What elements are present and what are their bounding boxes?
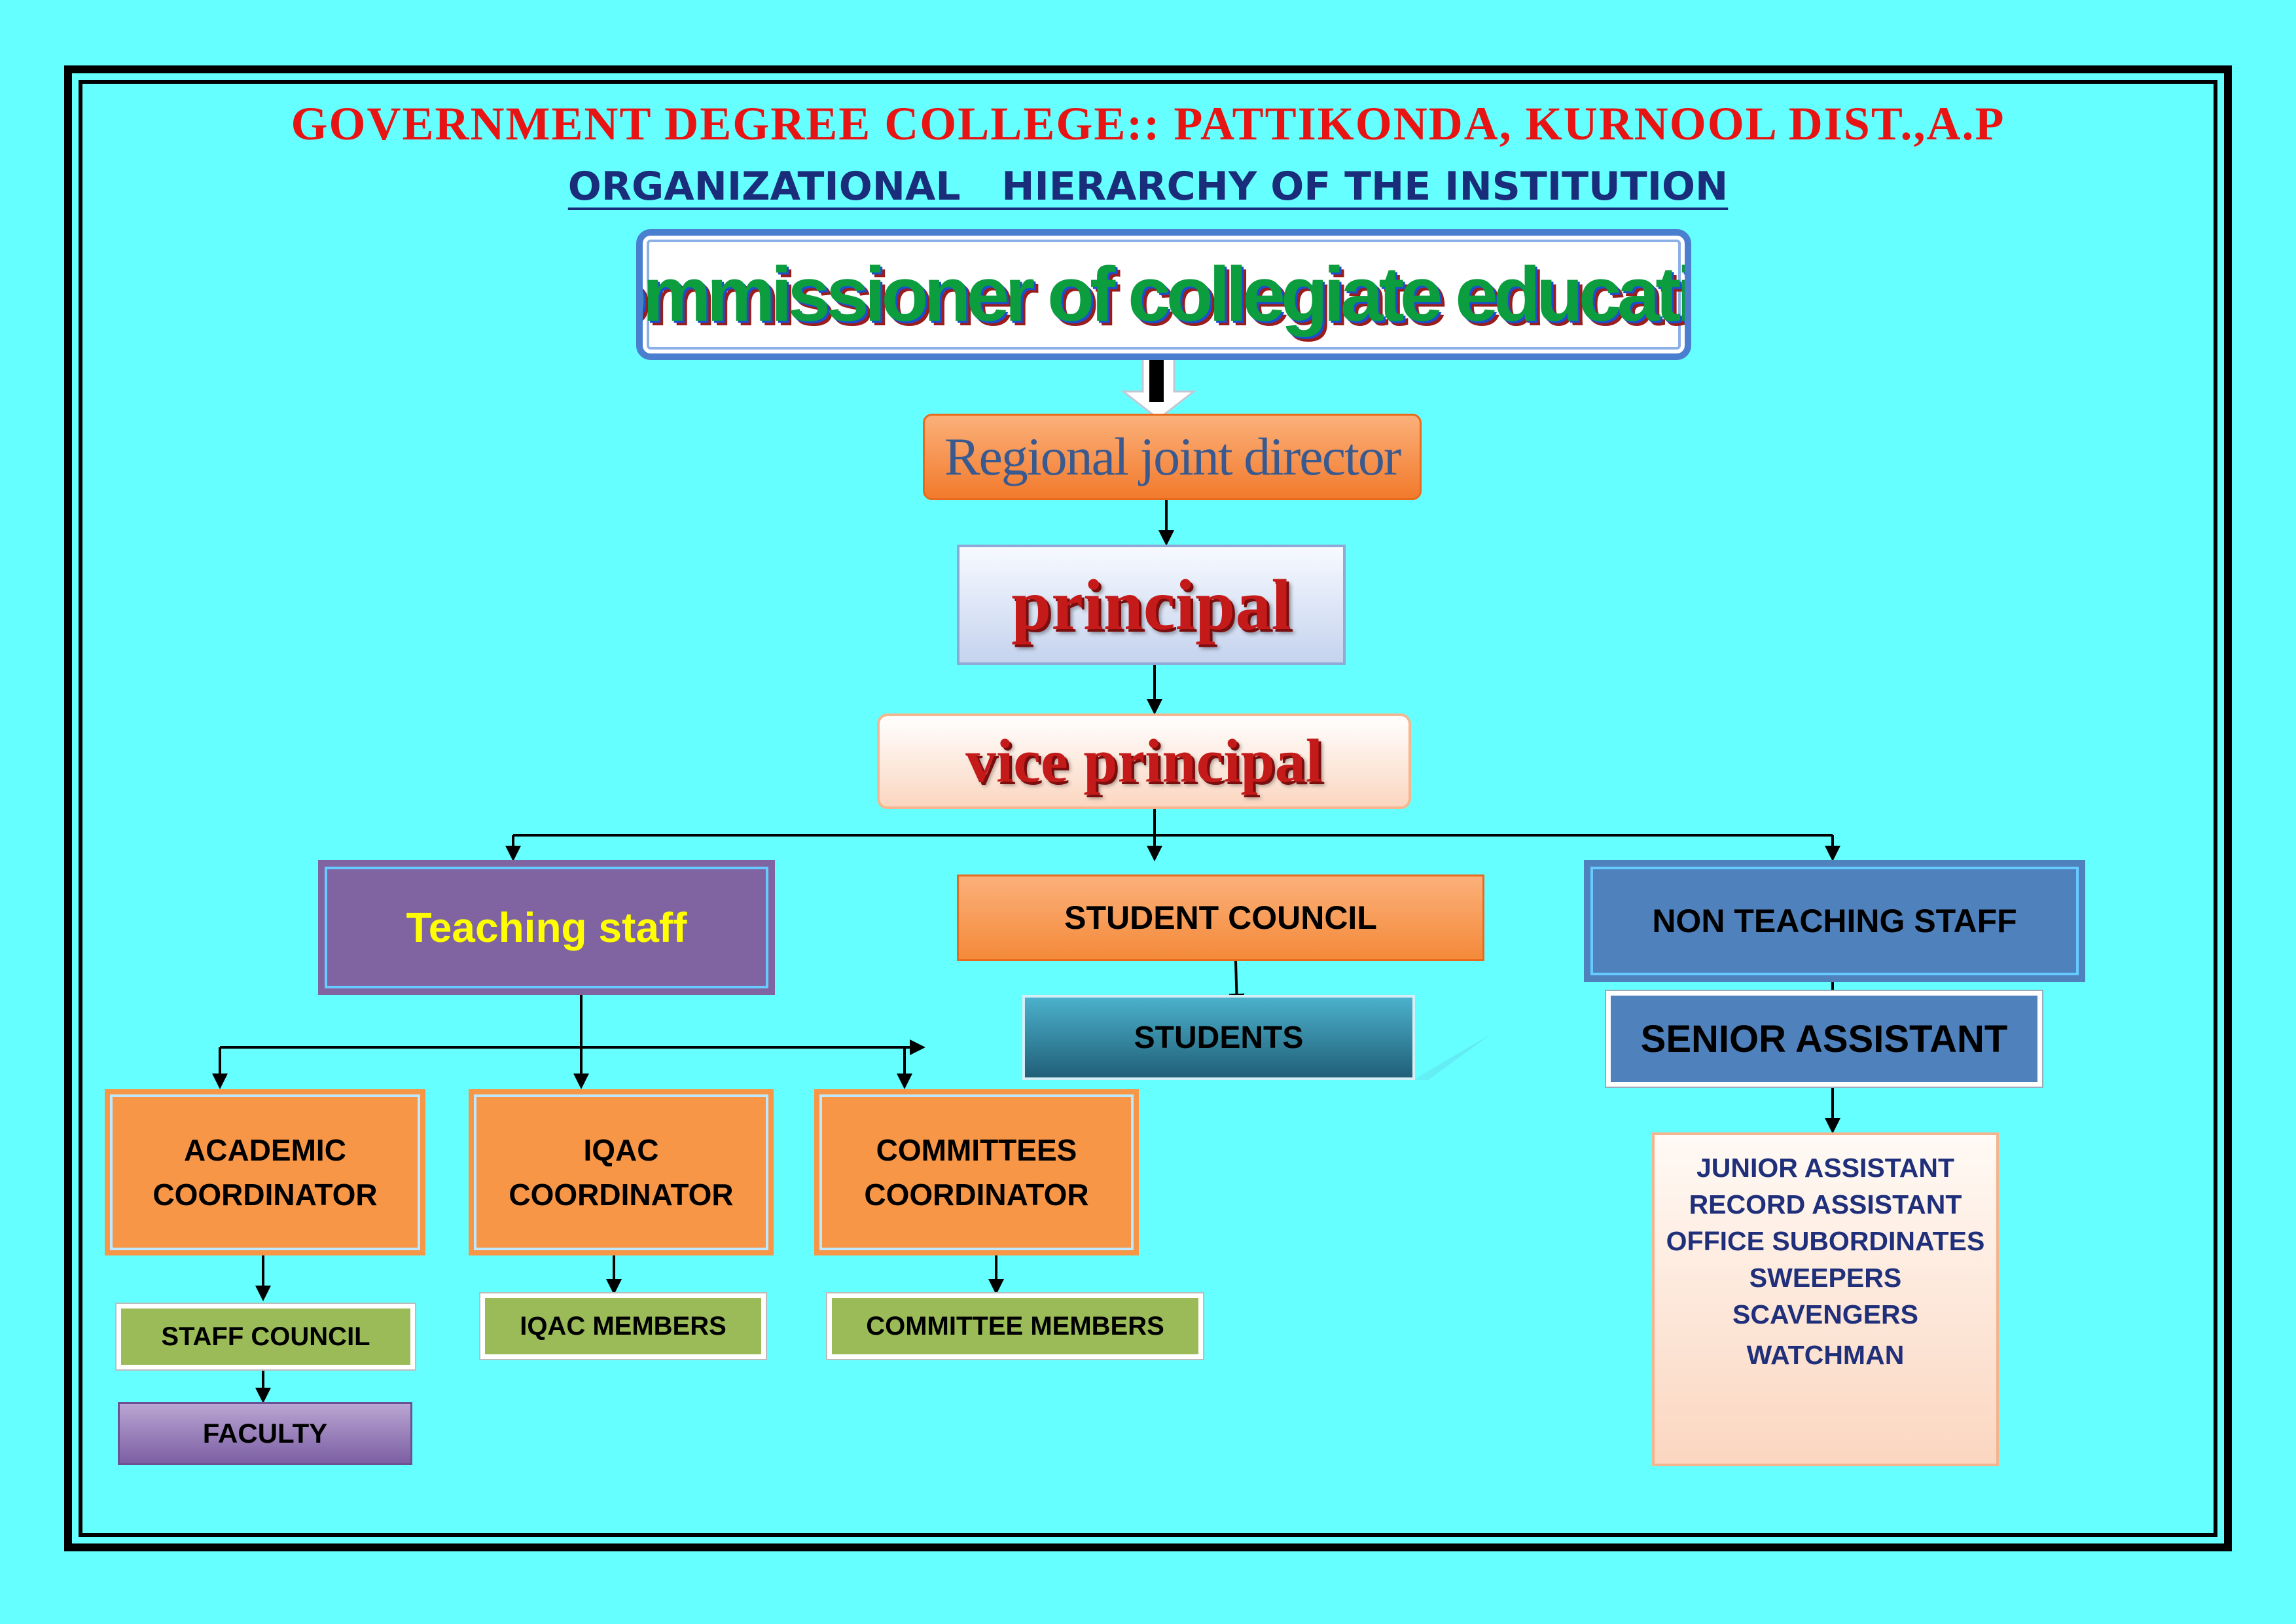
iqac-coordinator-line1: IQAC xyxy=(583,1133,659,1167)
page-subtitle-text: ORGANIZATIONAL HIERARCHY OF THE INSTITUT… xyxy=(567,164,1729,209)
node-commissioner: Commissioner of collegiate education xyxy=(636,229,1691,360)
inner-border xyxy=(79,80,2217,1537)
office-staff-item: JUNIOR ASSISTANT xyxy=(1696,1153,1955,1183)
office-staff-item: RECORD ASSISTANT xyxy=(1689,1189,1962,1219)
node-teaching-staff: Teaching staff xyxy=(318,860,775,995)
node-committees-coordinator: COMMITTEES COORDINATOR xyxy=(814,1089,1139,1255)
academic-coordinator-line1: ACADEMIC xyxy=(184,1133,346,1167)
page-title: GOVERNMENT DEGREE COLLEGE:: PATTIKONDA, … xyxy=(291,98,2005,150)
office-staff-item: SWEEPERS xyxy=(1749,1263,1902,1293)
academic-coordinator-line2: COORDINATOR xyxy=(152,1178,378,1212)
committees-coordinator-line1: COMMITTEES xyxy=(876,1133,1077,1167)
node-office-staff-list: JUNIOR ASSISTANT RECORD ASSISTANT OFFICE… xyxy=(1652,1132,1999,1466)
node-non-teaching-staff: NON TEACHING STAFF xyxy=(1584,860,2085,982)
node-faculty: FACULTY xyxy=(118,1402,412,1465)
node-academic-coordinator: ACADEMIC COORDINATOR xyxy=(105,1089,425,1255)
node-iqac-coordinator: IQAC COORDINATOR xyxy=(469,1089,774,1255)
node-student-council: STUDENT COUNCIL xyxy=(957,875,1484,961)
page-subtitle: ORGANIZATIONAL HIERARCHY OF THE INSTITUT… xyxy=(0,164,2296,209)
node-committee-members: COMMITTEE MEMBERS xyxy=(826,1292,1204,1360)
outer-border xyxy=(64,65,2232,1551)
node-staff-council: STAFF COUNCIL xyxy=(115,1303,416,1371)
iqac-coordinator-line2: COORDINATOR xyxy=(509,1178,734,1212)
committees-coordinator-line2: COORDINATOR xyxy=(864,1178,1089,1212)
office-staff-item: SCAVENGERS xyxy=(1732,1299,1919,1329)
office-staff-item: WATCHMAN xyxy=(1746,1340,1905,1370)
block-arrow-down xyxy=(1120,357,1197,420)
node-regional-joint-director: Regional joint director xyxy=(923,414,1422,500)
node-vice-principal: vice principal xyxy=(877,713,1411,809)
node-senior-assistant: SENIOR ASSISTANT xyxy=(1605,990,2043,1088)
office-staff-item: OFFICE SUBORDINATES xyxy=(1666,1226,1985,1256)
node-iqac-members: IQAC MEMBERS xyxy=(479,1292,767,1360)
node-principal: principal xyxy=(957,545,1346,665)
node-students: STUDENTS xyxy=(1022,995,1415,1080)
